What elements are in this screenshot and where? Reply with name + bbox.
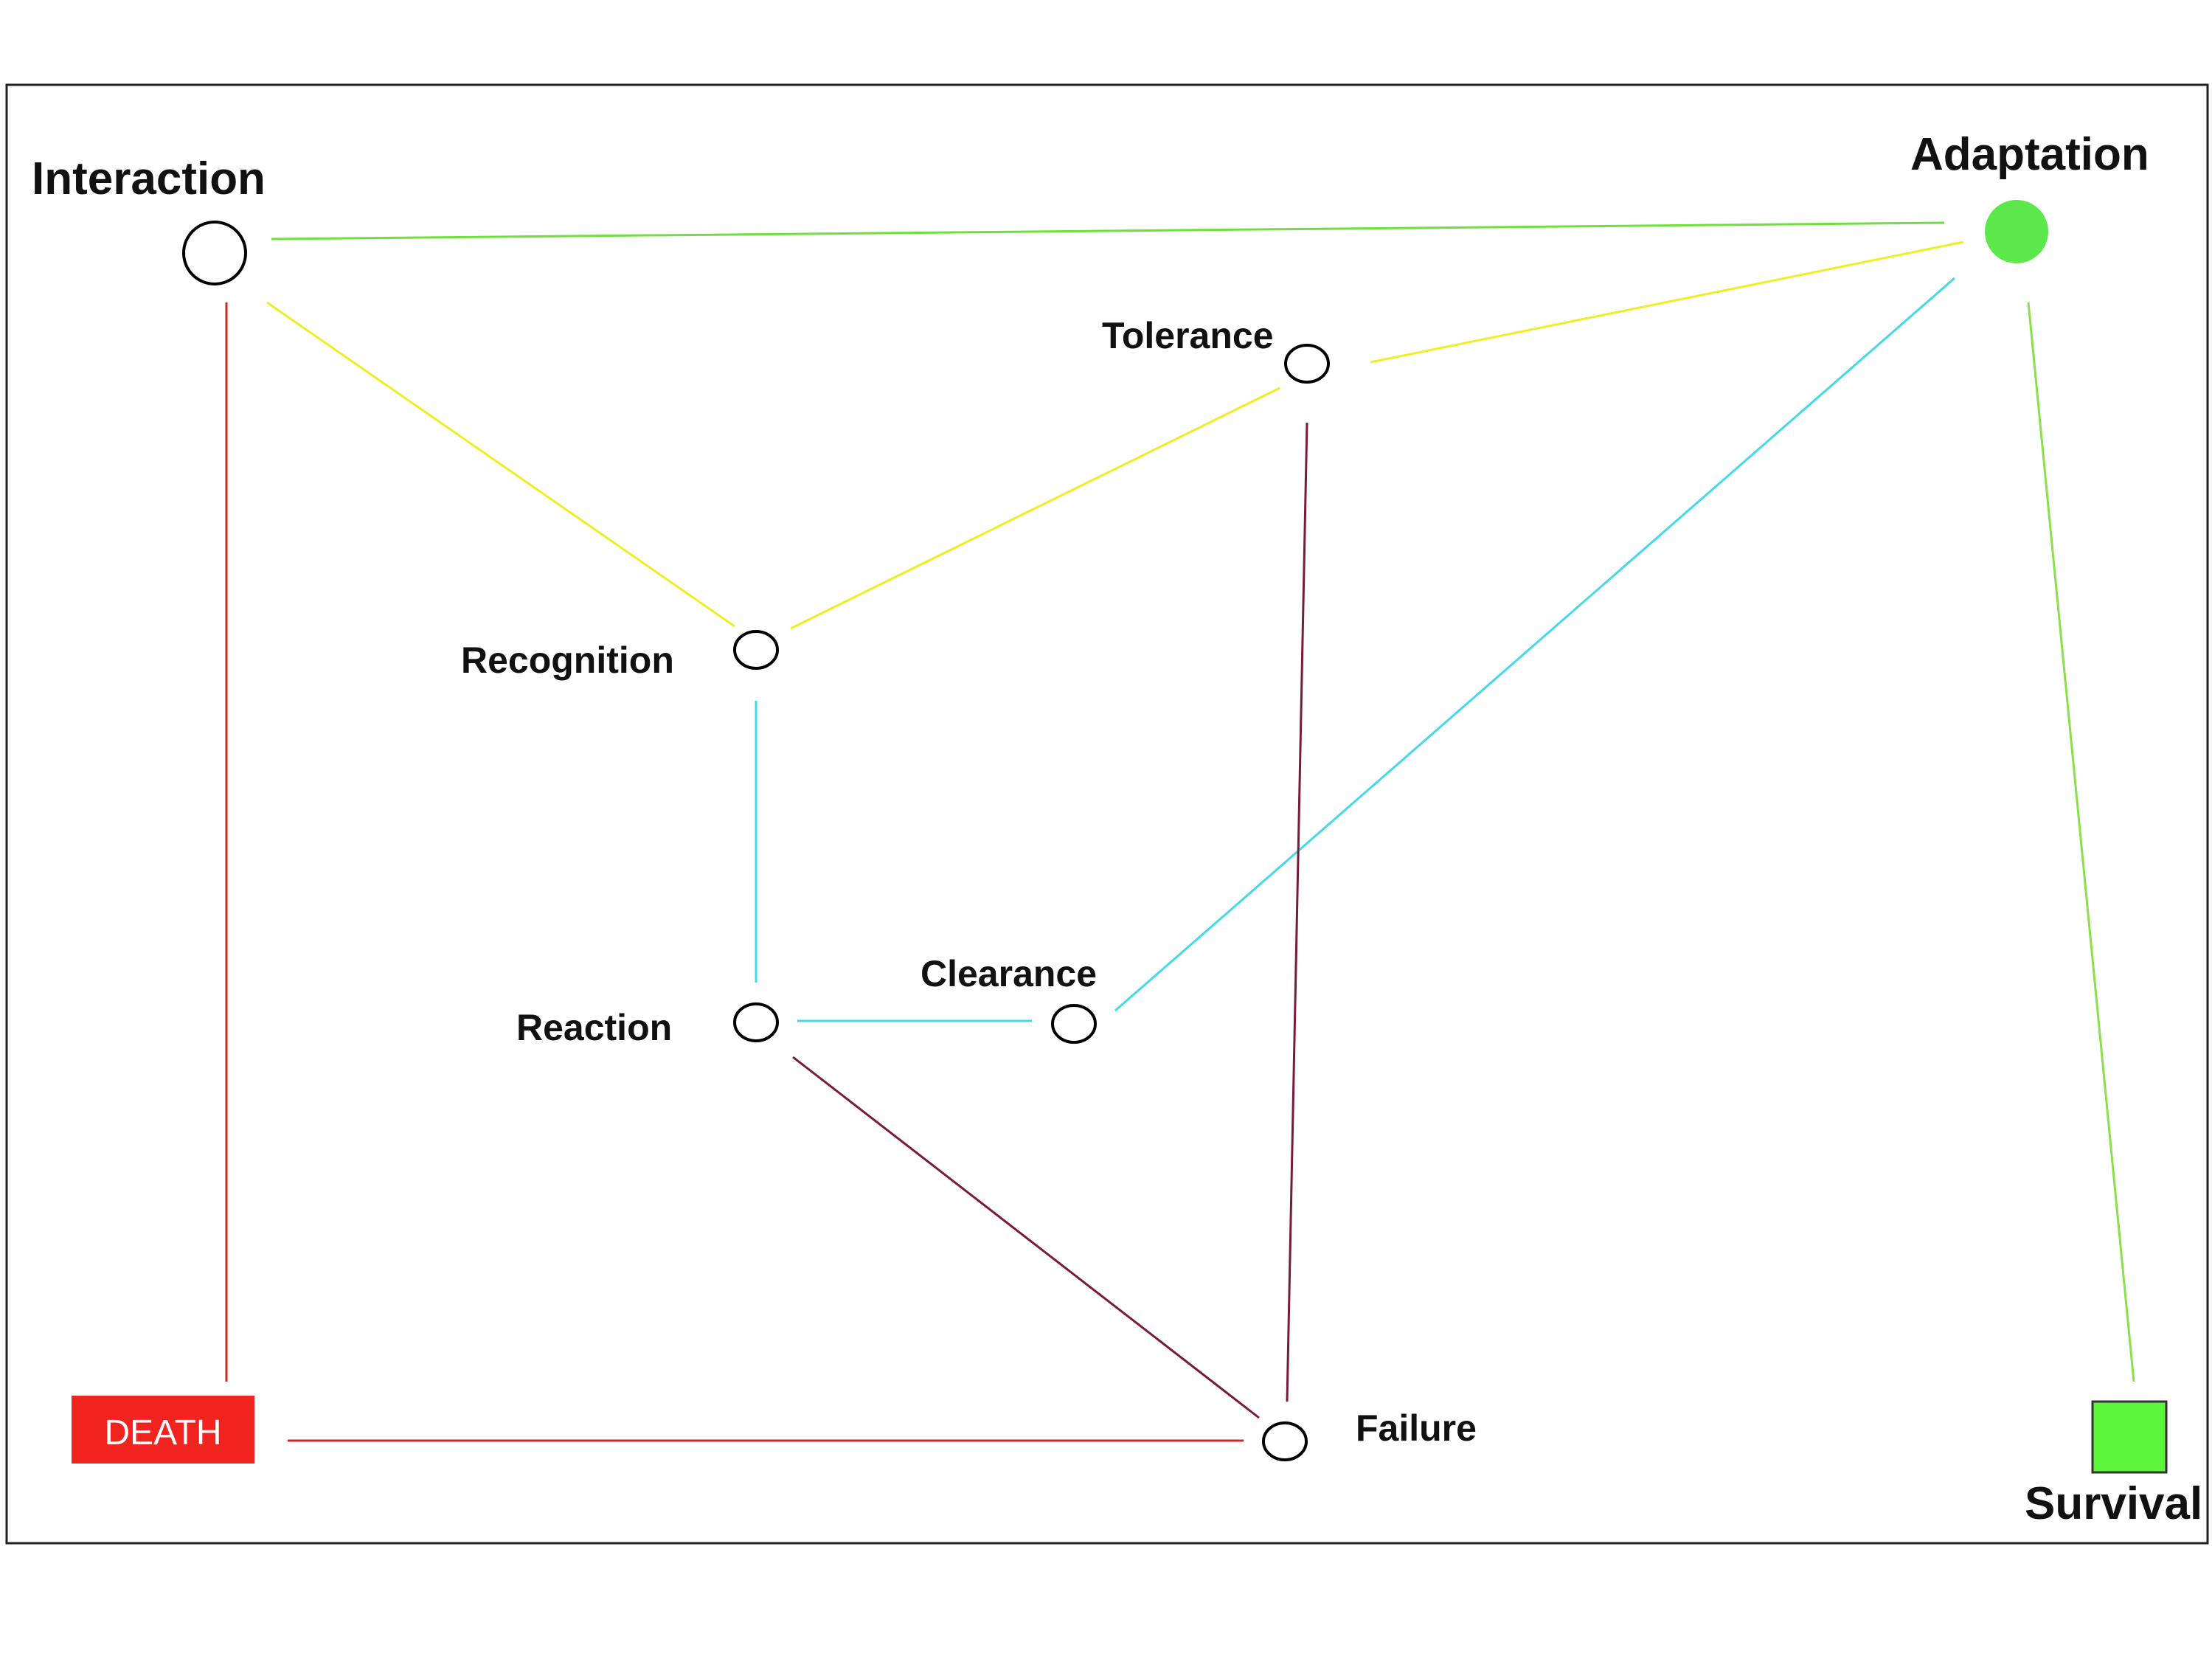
node-clearance: Clearance: [920, 953, 1097, 1044]
node-recognition: Recognition: [461, 630, 779, 681]
node-interaction-label: Interaction: [32, 153, 266, 204]
node-survival-label: Survival: [2025, 1478, 2202, 1529]
node-tolerance-label: Tolerance: [1102, 315, 1274, 356]
node-recognition-label: Recognition: [461, 640, 674, 681]
node-failure-circle: [1262, 1421, 1308, 1461]
node-death: DEATH: [72, 1396, 254, 1464]
edge-tolerance-failure: [1286, 422, 1308, 1402]
node-reaction-label: Reaction: [516, 1007, 672, 1048]
node-adaptation-circle: [1985, 200, 2048, 263]
diagram-frame: [5, 83, 2209, 1545]
node-interaction-circle: [182, 221, 247, 285]
node-reaction: Reaction: [516, 1002, 779, 1048]
node-death-label: DEATH: [104, 1413, 221, 1452]
node-adaptation-label: Adaptation: [1910, 129, 2149, 180]
edge-clearance-adaptation: [1114, 277, 1955, 1012]
node-reaction-circle: [733, 1002, 779, 1042]
edge-interaction-recognition: [266, 301, 735, 628]
node-survival: Survival: [2025, 1400, 2202, 1529]
node-failure: Failure: [1262, 1407, 1477, 1461]
edge-adaptation-survival: [2027, 302, 2135, 1382]
node-interaction: Interaction: [32, 153, 266, 285]
node-failure-label: Failure: [1356, 1407, 1477, 1449]
node-adaptation: Adaptation: [1910, 129, 2149, 263]
node-death-box: [72, 1396, 254, 1464]
edge-interaction-adaptation: [271, 221, 1945, 240]
node-clearance-label: Clearance: [920, 953, 1097, 994]
node-tolerance-circle: [1284, 344, 1330, 384]
node-recognition-circle: [733, 630, 779, 670]
edge-reaction-failure: [792, 1056, 1260, 1419]
node-clearance-circle: [1051, 1004, 1097, 1044]
node-tolerance: Tolerance: [1102, 315, 1330, 384]
edge-recognition-tolerance: [790, 387, 1280, 630]
node-survival-box: [2091, 1400, 2168, 1474]
edges: [225, 221, 2135, 1442]
edge-tolerance-adaptation: [1370, 240, 1964, 364]
